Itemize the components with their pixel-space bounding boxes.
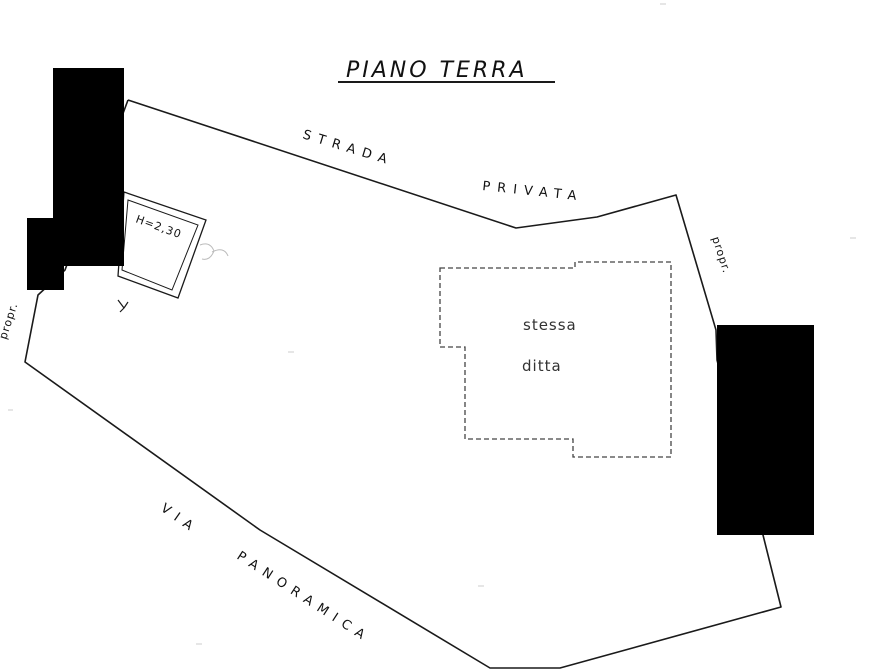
lot-boundary (24, 99, 782, 669)
stessa-label: stessa (523, 316, 577, 334)
via-label: VIA (158, 501, 202, 538)
propr-right-label: propr. (709, 235, 733, 275)
title-text: PIANO TERRA (346, 58, 528, 83)
entrance-mark (117, 299, 129, 313)
existing-building-outline (439, 261, 672, 458)
redaction-block-left (27, 218, 64, 290)
plan-title: PIANO TERRA (338, 58, 555, 83)
faint-sketch (199, 243, 229, 260)
scan-specks (8, 3, 856, 645)
propr-left-label: propr. (0, 301, 21, 341)
ditta-label: ditta (522, 357, 562, 375)
strada-label: STRADA (301, 127, 396, 169)
privata-label: PRIVATA (482, 179, 584, 205)
redaction-block-right (717, 325, 814, 535)
redaction-block-top-left (53, 68, 124, 266)
panoramica-label: PANORAMICA (234, 549, 373, 647)
shed: H=2,30 (117, 191, 229, 313)
